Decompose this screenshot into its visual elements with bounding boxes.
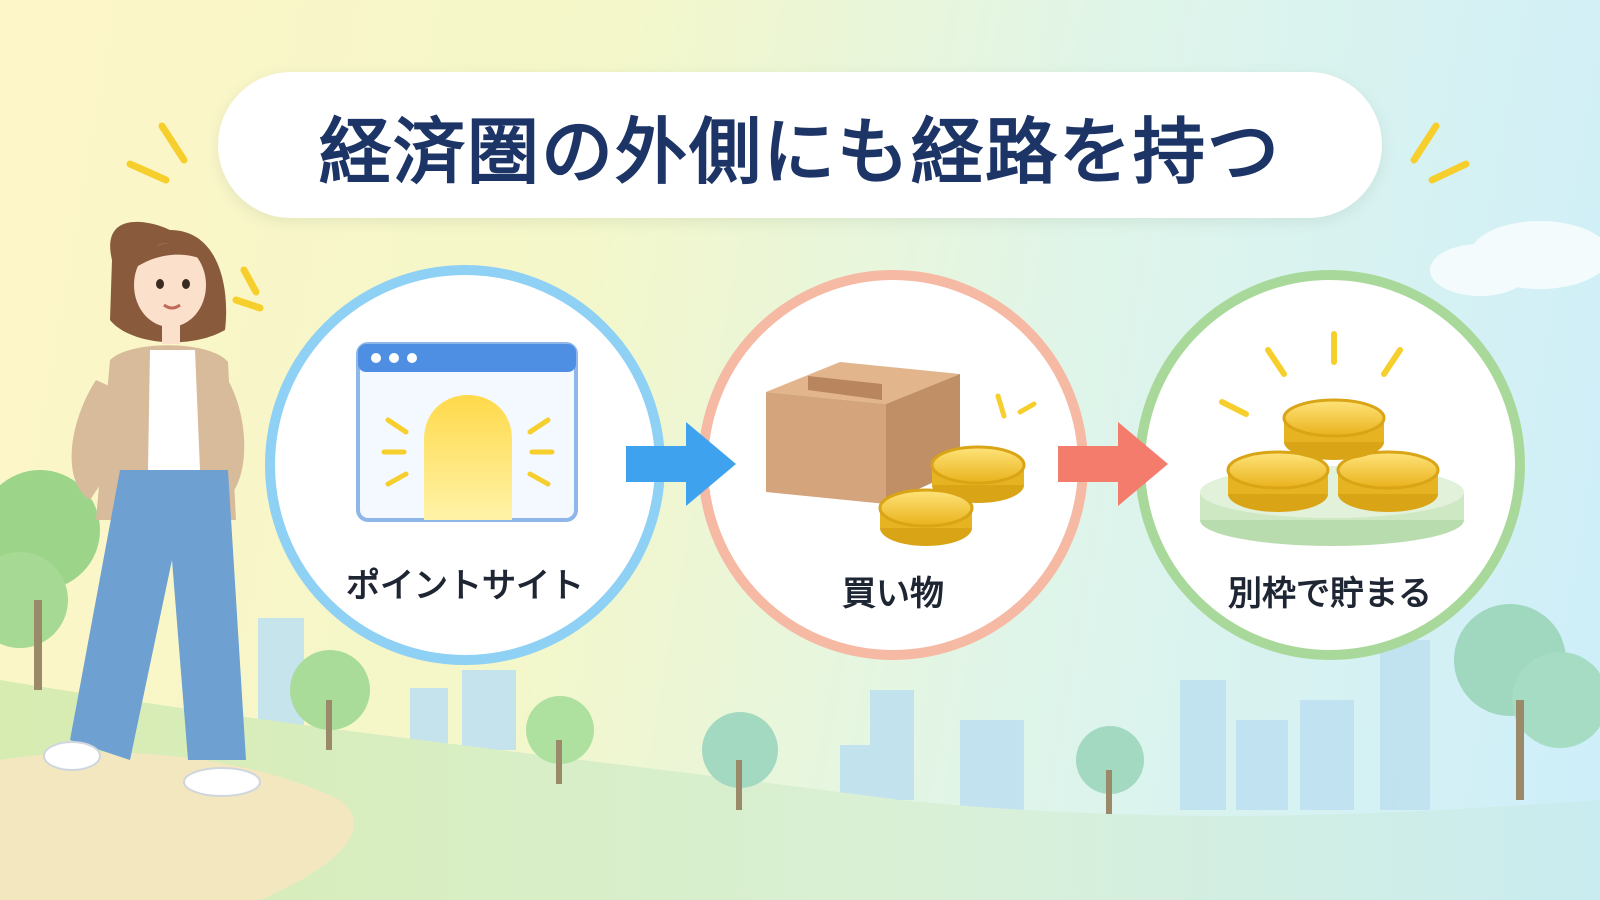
walking-path: [0, 752, 355, 900]
arrow-right-icon: [1058, 422, 1168, 506]
city-skyline: [258, 618, 1430, 810]
arrow-right-icon: [626, 422, 736, 506]
sparkle-decoration: [126, 122, 1470, 312]
step-label-shopping: 買い物: [842, 574, 944, 614]
browser-portal-icon: [356, 342, 578, 522]
coin-icon: [1282, 398, 1386, 460]
woman-walking-illustration: [43, 221, 261, 797]
step-label-point-site: ポイントサイト: [346, 566, 584, 606]
tree-decoration: [0, 470, 1600, 814]
coin-icon: [1336, 450, 1440, 512]
coin-icon: [1226, 450, 1330, 512]
box-coins-icon: [766, 362, 1037, 546]
ground-hill: [0, 680, 1600, 900]
step-label-save-separately: 別枠で貯まる: [1228, 574, 1432, 614]
coin-stack-icon: [1200, 331, 1464, 546]
coin-icon: [878, 488, 974, 546]
title-banner: 経済圏の外側にも経路を持つ: [218, 72, 1382, 218]
page-title: 経済圏の外側にも経路を持つ: [318, 109, 1281, 194]
